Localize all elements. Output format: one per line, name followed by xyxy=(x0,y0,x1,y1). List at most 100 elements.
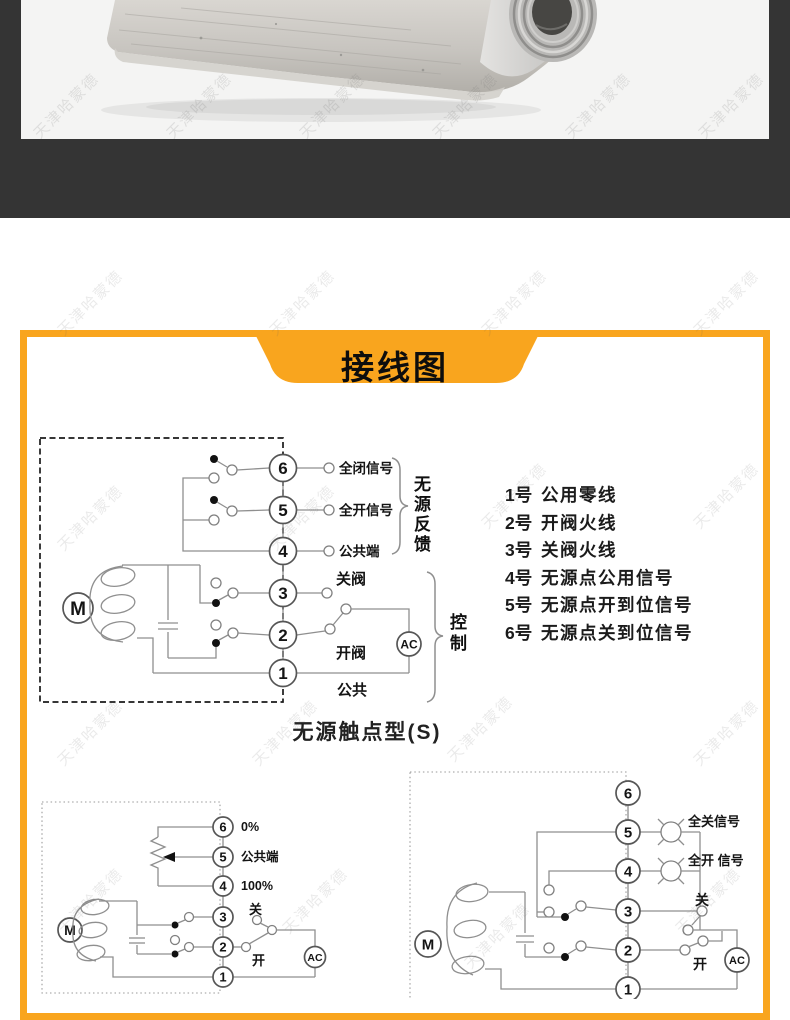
valve-body-bevel xyxy=(114,48,506,101)
label-fully-closed-signal: 全闭信号 xyxy=(338,460,393,476)
legend-desc: 关阀火线 xyxy=(541,540,617,560)
motor-windings xyxy=(72,898,110,962)
terminal-3: 3 xyxy=(624,903,632,920)
actuator-boundary-dotted xyxy=(41,801,221,994)
actuator-boundary-dashed xyxy=(39,437,284,703)
motor-label: M xyxy=(64,922,76,938)
terminal-1: 1 xyxy=(624,981,632,998)
legend-item: 5号 无源点开到位信号 xyxy=(505,596,693,614)
label-common: 公共 xyxy=(337,682,367,699)
passive-contact-wiring-diagram: M xyxy=(39,437,444,703)
terminal-row: 6 5 4 3 2 1 xyxy=(212,816,234,988)
wiper-arrow xyxy=(163,852,175,862)
feedback-switches xyxy=(182,455,270,552)
legend-desc: 开阀火线 xyxy=(541,512,617,533)
legend-item: 6号 无源点关到位信号 xyxy=(505,624,693,642)
lamp-fully-open xyxy=(640,857,685,885)
label-close: 关 xyxy=(249,902,262,917)
motor-windings xyxy=(89,565,136,643)
label-fully-closed-signal: 全关信号 xyxy=(687,814,740,829)
legend-num: 2号 xyxy=(505,512,533,533)
legend-desc: 无源点关到位信号 xyxy=(541,622,693,643)
label-fully-open-signal: 全开信号 xyxy=(338,502,393,518)
wiring-diagram-panel: 接线图 M xyxy=(20,330,770,1020)
terminal-6: 6 xyxy=(278,459,287,478)
motor-circle xyxy=(57,917,83,943)
terminal-row: 6 5 4 3 2 1 xyxy=(268,453,298,688)
actuator-boundary-dotted xyxy=(409,771,627,999)
capacitor xyxy=(122,564,212,658)
label-common-terminal: 公共端 xyxy=(339,543,380,559)
terminal-4: 4 xyxy=(219,879,227,894)
machining-streaks xyxy=(118,7,462,75)
control-group-label: 控制 xyxy=(447,613,466,655)
legend-desc: 公用零线 xyxy=(541,485,617,505)
terminal-5: 5 xyxy=(278,501,287,520)
motor-circle xyxy=(414,930,442,958)
legend-item: 4号 无源点公用信号 xyxy=(505,569,693,587)
feedback-brace xyxy=(391,457,409,555)
label-close: 关 xyxy=(695,892,709,908)
terminal-1: 1 xyxy=(219,970,226,985)
label-fully-open-signal: 全开 信号 xyxy=(687,853,744,868)
label-open-valve: 开阀 xyxy=(336,644,366,662)
capacitor xyxy=(99,900,145,954)
control-brace xyxy=(426,571,444,703)
legend-item: 3号 关阀火线 xyxy=(505,541,693,559)
terminal-3: 3 xyxy=(278,584,287,603)
capacitor xyxy=(489,891,534,957)
legend-num: 4号 xyxy=(505,567,533,588)
terminal-3: 3 xyxy=(219,910,226,925)
legend-num: 6号 xyxy=(505,622,533,643)
valve-body-block xyxy=(107,0,587,93)
terminal-2: 2 xyxy=(278,626,287,645)
control-switches xyxy=(168,577,270,659)
label-common-terminal: 公共端 xyxy=(241,849,279,864)
feedback-group-label: 无源反馈 xyxy=(411,475,430,555)
ac-source-circle xyxy=(396,631,422,657)
lamp-fully-closed xyxy=(640,818,685,846)
potentiometer-wiring-diagram: M xyxy=(41,801,327,994)
terminal-legend: 1号 公用零线 2号 开阀火线 3号 关阀火线 4号 无源点公用信号 5号 无源… xyxy=(505,486,693,651)
label-open: 开 xyxy=(252,953,265,968)
photo-shadow-inner xyxy=(146,99,496,115)
product-photo-illustration xyxy=(101,0,597,122)
terminal-5: 5 xyxy=(624,824,632,841)
legend-num: 3号 xyxy=(505,540,533,560)
terminal-4: 4 xyxy=(278,542,288,561)
terminal-2: 2 xyxy=(624,942,632,959)
label-0-percent: 0% xyxy=(241,820,259,834)
legend-desc: 无源点开到位信号 xyxy=(541,595,693,615)
legend-num: 5号 xyxy=(505,595,533,615)
product-photo: 天津哈蒙德 天津哈蒙德 天津哈蒙德 天津哈蒙德 天津哈蒙德 天津哈蒙德 xyxy=(21,0,769,139)
ac-label: AC xyxy=(307,952,323,964)
photo-shadow xyxy=(101,98,541,122)
terminal-row: 6 5 4 3 2 1 xyxy=(615,780,641,999)
panel-header-tab xyxy=(253,330,541,383)
potentiometer xyxy=(149,826,213,887)
terminal-2: 2 xyxy=(219,940,226,955)
panel-title: 接线图 xyxy=(341,349,449,386)
legend-item: 2号 开阀火线 xyxy=(505,514,693,532)
terminal-6: 6 xyxy=(624,785,632,802)
terminal-6: 6 xyxy=(219,820,226,835)
terminal-4: 4 xyxy=(624,863,633,880)
label-close-valve: 关阀 xyxy=(336,570,366,588)
terminal-1: 1 xyxy=(278,664,287,683)
ac-source-circle xyxy=(724,947,750,973)
label-100-percent: 100% xyxy=(241,879,273,893)
ac-source-circle xyxy=(303,945,327,969)
surface-speckles xyxy=(199,22,425,72)
hero-dark-band: 天津哈蒙德 天津哈蒙德 天津哈蒙德 天津哈蒙德 天津哈蒙德 天津哈蒙德 xyxy=(0,0,790,218)
motor-label: M xyxy=(70,599,86,620)
legend-item: 1号 公用零线 xyxy=(505,486,693,504)
motor-circle xyxy=(62,592,94,624)
legend-desc: 无源点公用信号 xyxy=(541,567,674,588)
label-open: 开 xyxy=(693,956,707,972)
top-diagram-caption: 无源触点型(S) xyxy=(292,721,442,744)
motor-label: M xyxy=(422,936,435,953)
ac-label: AC xyxy=(729,955,745,967)
motor-windings xyxy=(446,882,489,976)
ac-label: AC xyxy=(400,637,418,651)
